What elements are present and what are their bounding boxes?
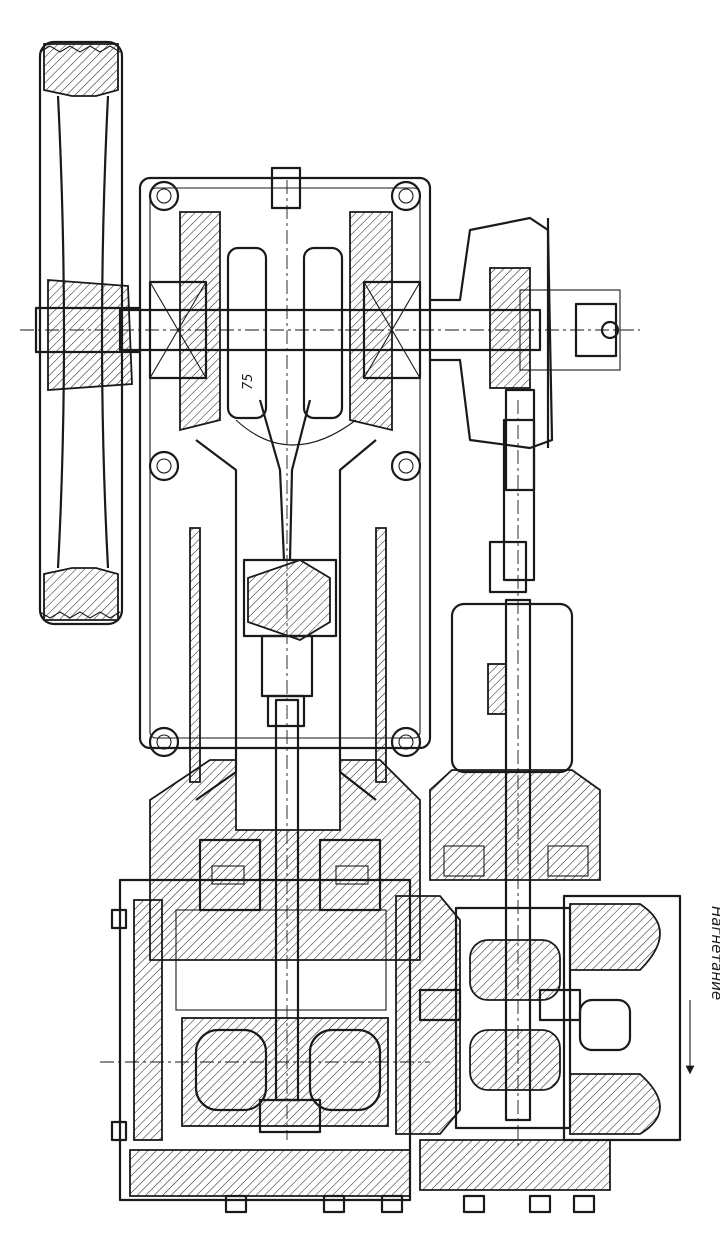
crosshead-guide [189,439,387,801]
discharge-label: Нагнетание [708,906,720,1000]
main-cylinder [100,759,430,1202]
flywheel [34,40,142,626]
piston-rod-main [274,180,300,1140]
dimension-label: 75 [241,373,256,390]
crankcase-frame [138,166,432,758]
discharge-label-group: Нагнетание [685,906,720,1075]
second-cylinder [395,894,682,1191]
second-stage [429,400,601,1150]
crank-throws: 75 [226,246,357,561]
crankshaft [20,308,640,352]
oil-pump-housing [430,216,621,594]
bottom-bolts [110,908,596,1214]
